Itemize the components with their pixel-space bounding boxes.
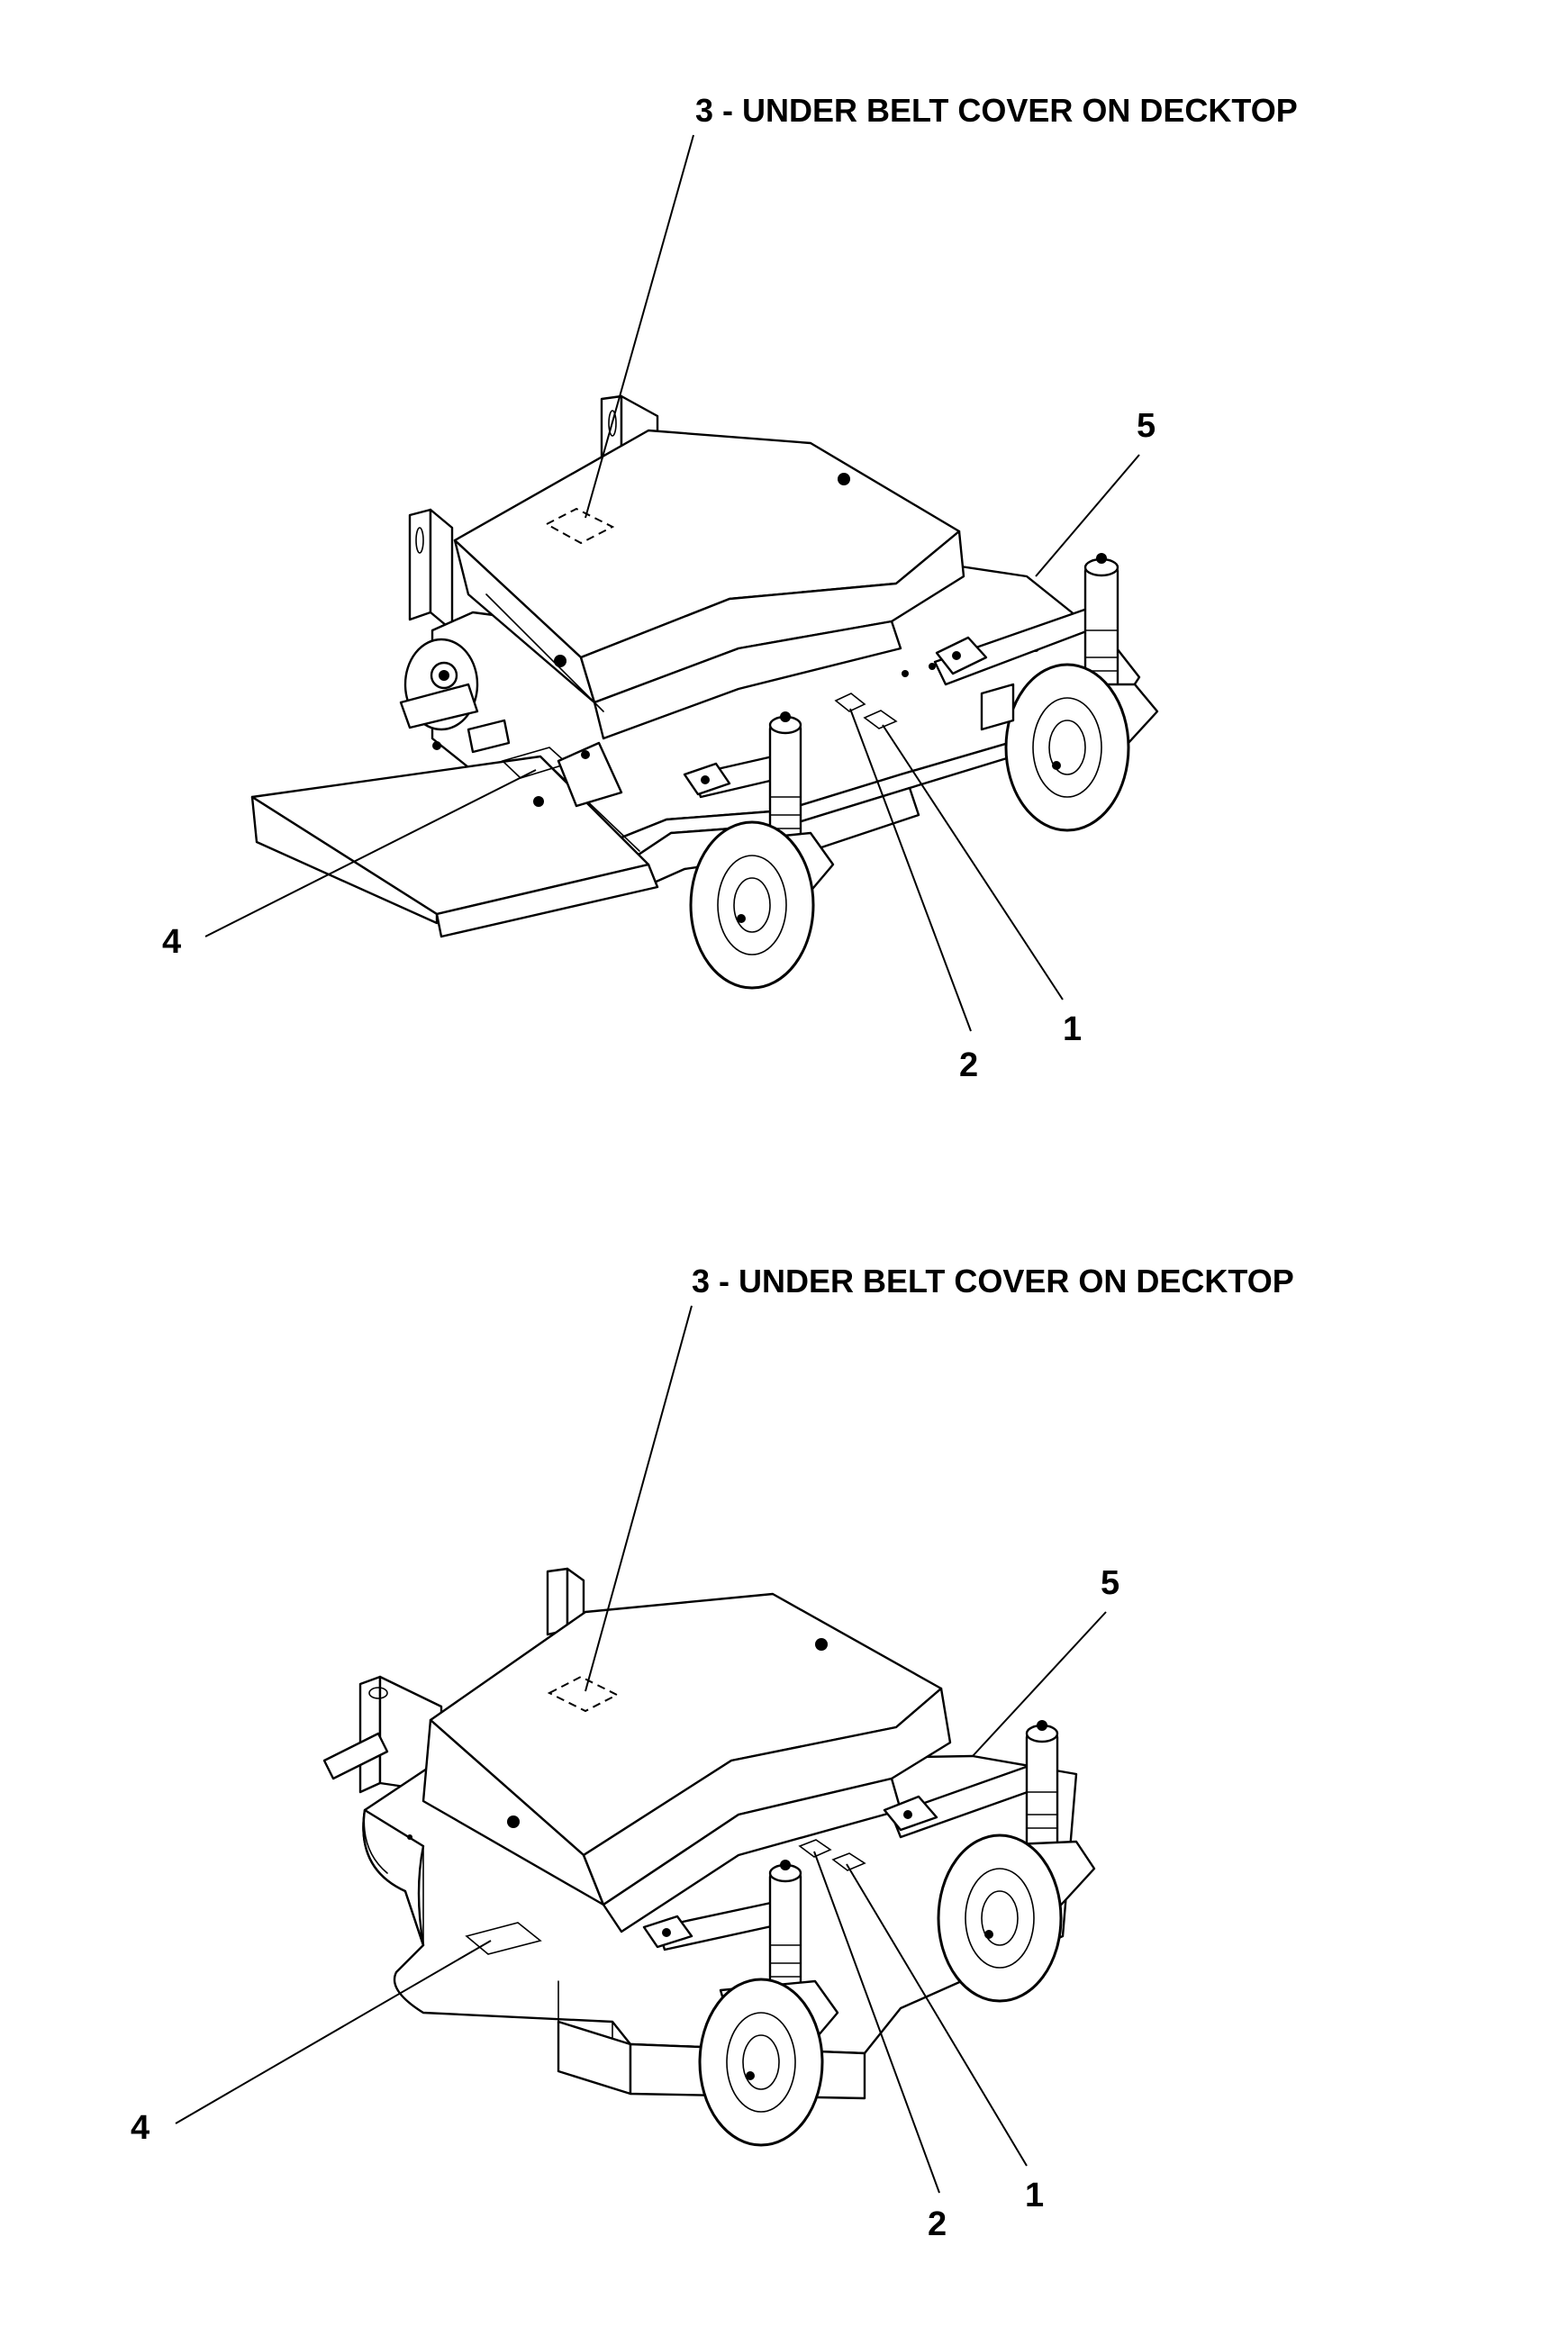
callout-3-label: 3 - UNDER BELT COVER ON DECKTOP — [692, 1263, 1294, 1299]
leader-lines — [204, 134, 1140, 1032]
left-caster-arm — [683, 711, 835, 990]
decal-3-outline — [544, 507, 615, 545]
belt-cover — [421, 1592, 952, 1933]
leader-lines — [175, 1305, 1107, 2194]
left-caster-arm — [642, 1860, 839, 2147]
callout-4-label: 4 — [131, 2109, 150, 2147]
belt-cover — [453, 429, 965, 740]
decal-4-outline — [465, 1922, 542, 1955]
figure-rear-discharge-deck: 3 - UNDER BELT COVER ON DECKTOP 5 4 2 1 — [131, 1263, 1294, 2243]
callout-2-label: 2 — [959, 1046, 978, 1084]
callout-1-label: 1 — [1063, 1010, 1082, 1048]
callout-4-label: 4 — [162, 923, 181, 961]
callout-labels: 3 - UNDER BELT COVER ON DECKTOP 5 4 2 1 — [162, 92, 1298, 1084]
callout-5-label: 5 — [1101, 1564, 1119, 1602]
callout-5-label: 5 — [1137, 407, 1156, 445]
deck-side-plate — [980, 683, 1015, 731]
right-caster-arm — [933, 553, 1159, 832]
figure-side-discharge-deck: 3 - UNDER BELT COVER ON DECKTOP 5 4 2 1 — [162, 92, 1298, 1084]
height-adjust-linkage — [399, 638, 623, 808]
callout-2-label: 2 — [928, 2205, 947, 2243]
decal-2-outline — [834, 693, 866, 712]
right-caster-arm — [883, 1720, 1096, 2003]
decal-3-outline — [547, 1675, 620, 1713]
callout-labels: 3 - UNDER BELT COVER ON DECKTOP 5 4 2 1 — [131, 1263, 1294, 2243]
decal-1-outline — [831, 1852, 866, 1871]
decal-2-outline — [798, 1839, 832, 1858]
callout-3-label: 3 - UNDER BELT COVER ON DECKTOP — [695, 92, 1298, 129]
decal-1-outline — [863, 710, 898, 729]
callout-1-label: 1 — [1025, 2177, 1044, 2214]
